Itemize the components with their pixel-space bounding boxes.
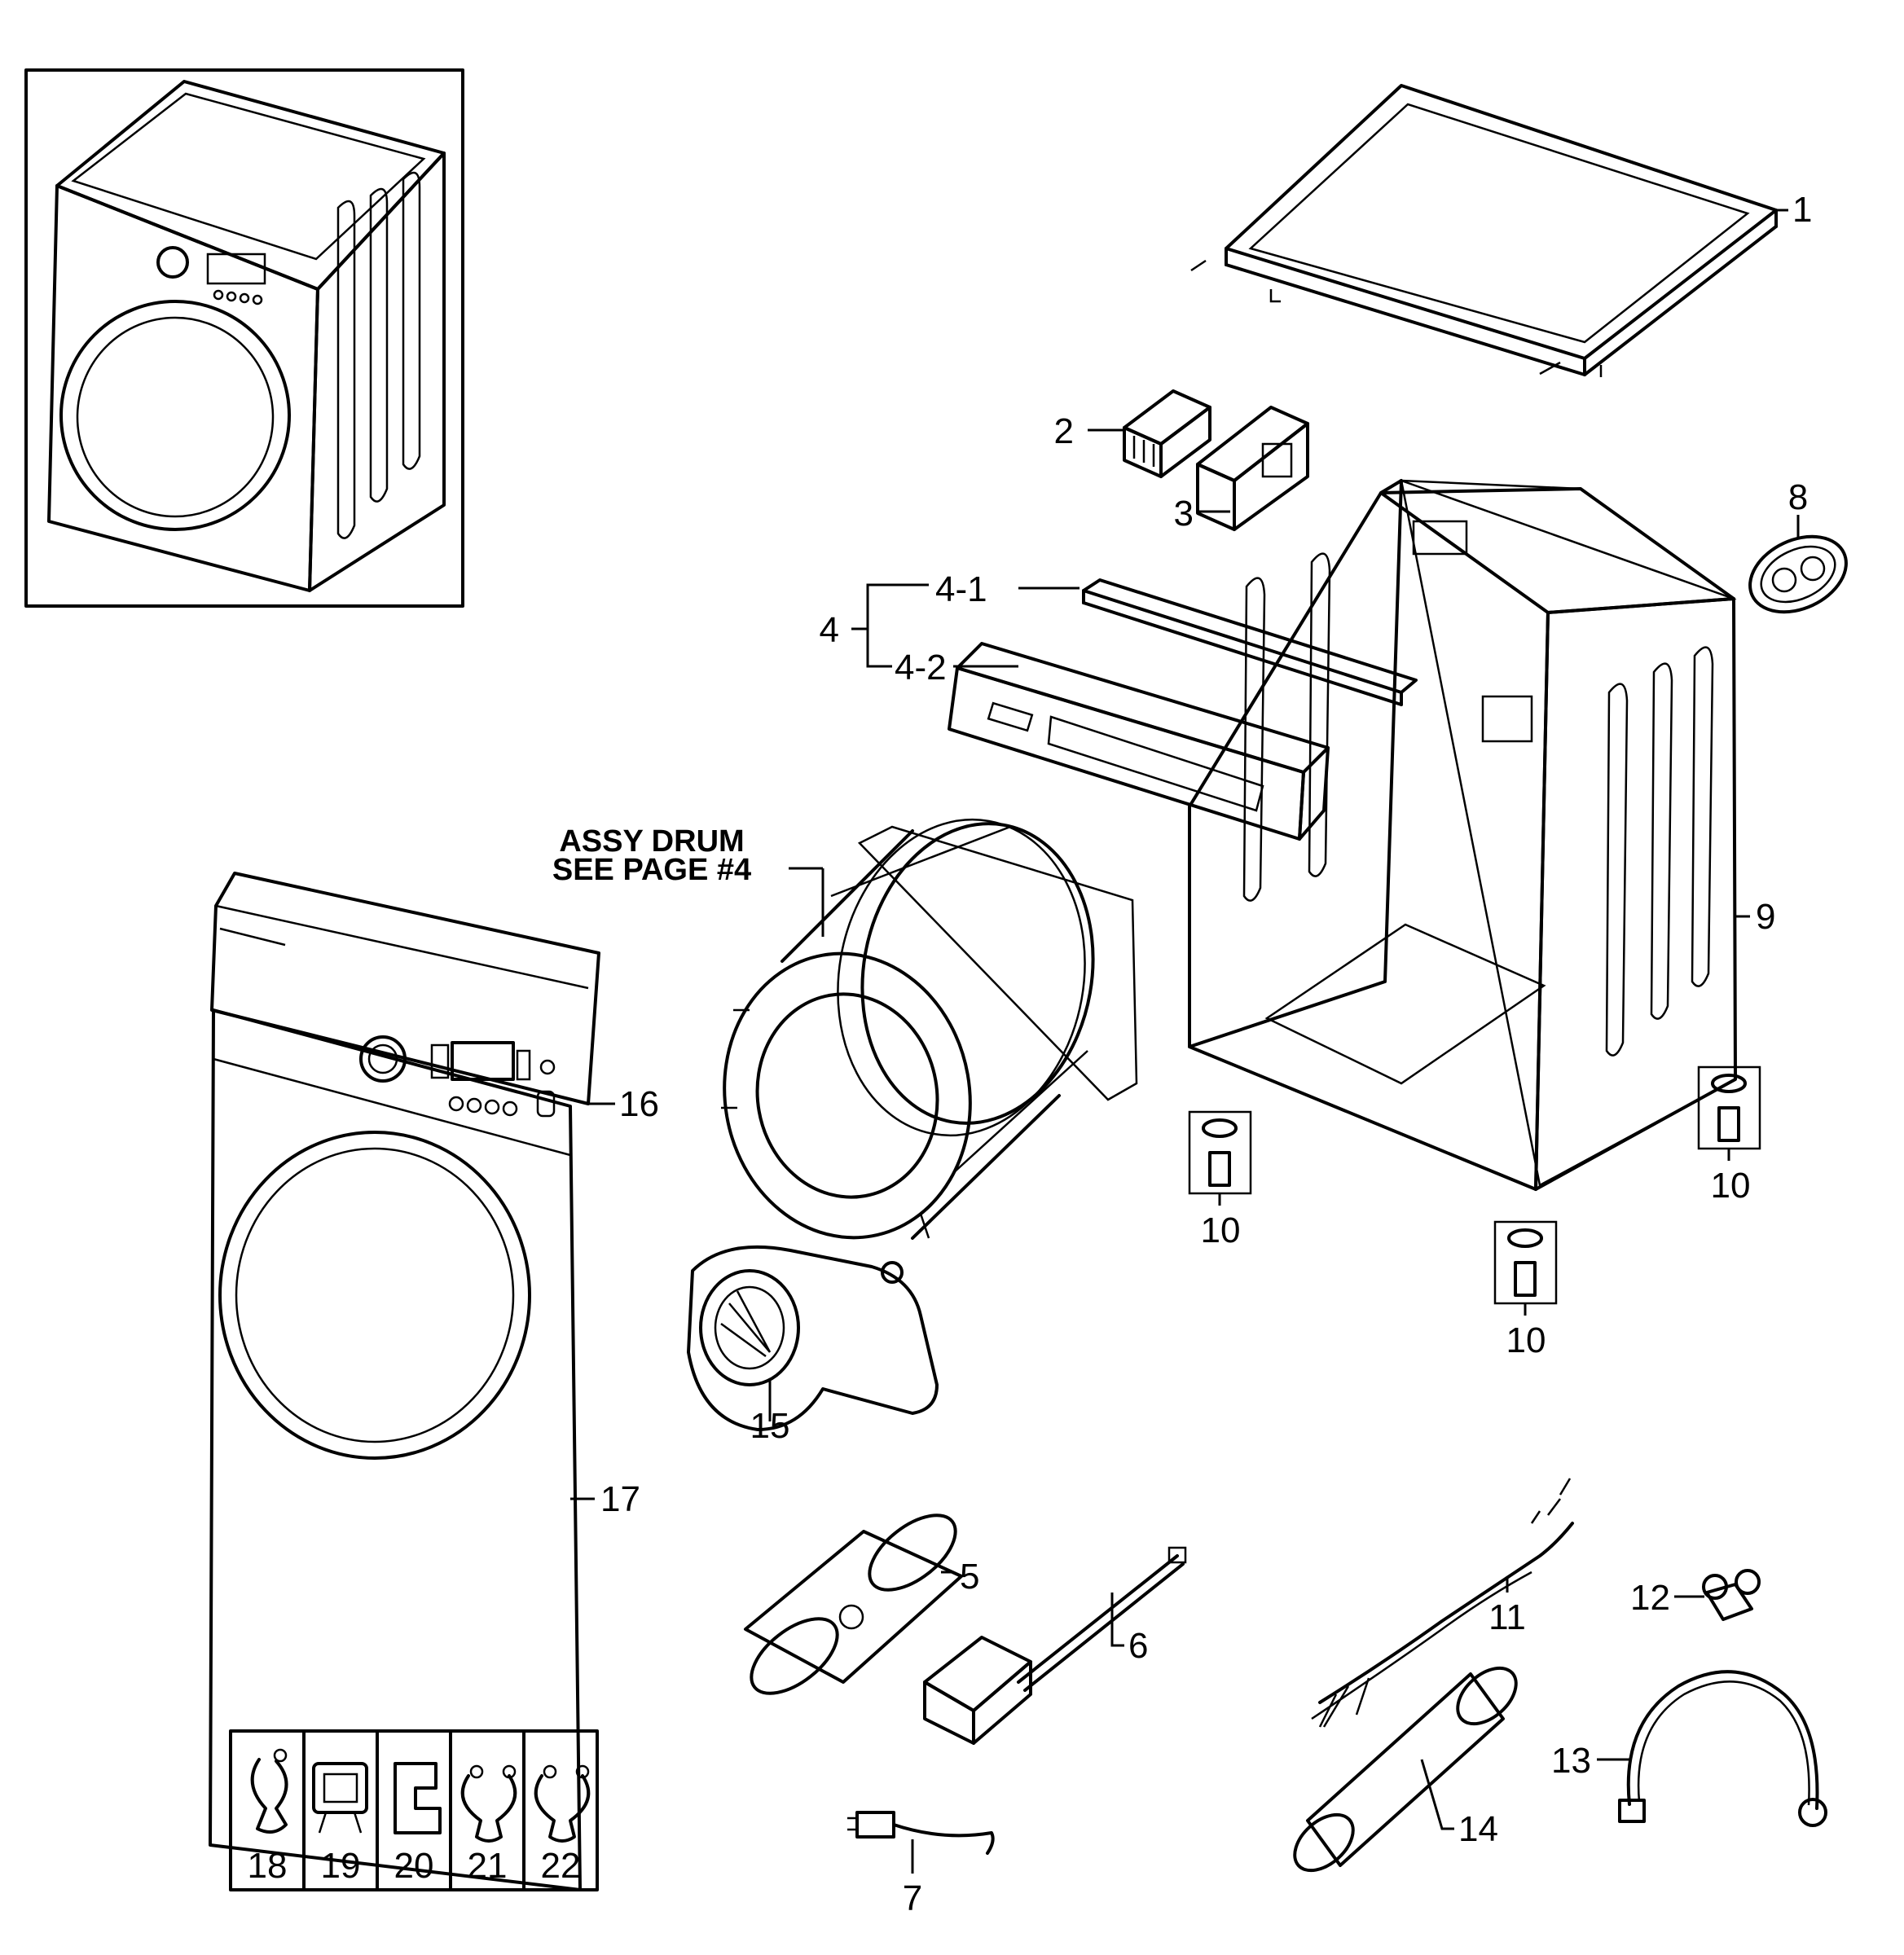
part-21-clamp xyxy=(460,1764,517,1843)
label-21: 21 xyxy=(468,1846,508,1886)
part-10-leveling-foot xyxy=(1697,1065,1761,1161)
label-10: 10 xyxy=(1506,1320,1546,1360)
label-5: 5 xyxy=(960,1557,979,1597)
label-3: 3 xyxy=(1174,494,1194,534)
inset-side-panel xyxy=(308,152,446,592)
part-14-vent-duct xyxy=(1293,1666,1518,1873)
part-10-leveling-foot xyxy=(1188,1110,1252,1206)
part-4-bracket-leaders xyxy=(851,583,1080,668)
inset-door xyxy=(59,300,291,531)
assy-drum-note-line1: ASSY DRUM xyxy=(559,824,744,859)
label-19: 19 xyxy=(321,1846,361,1886)
part-4-1-bracket xyxy=(1082,578,1418,706)
label-20: 20 xyxy=(394,1846,434,1886)
part-20-clip xyxy=(394,1762,442,1834)
label-14: 14 xyxy=(1458,1809,1498,1849)
part-5-heater-duct xyxy=(744,1513,963,1695)
label-9: 9 xyxy=(1756,897,1775,937)
clamps-table xyxy=(229,1729,599,1891)
label-2: 2 xyxy=(1054,411,1074,451)
assy-drum-leader xyxy=(789,867,824,937)
part-3-filter-housing xyxy=(1196,406,1309,531)
part-8-vent-cover xyxy=(1748,515,1848,614)
part-10-leveling-foot xyxy=(1493,1220,1558,1316)
label-10: 10 xyxy=(1711,1166,1751,1206)
label-4: 4 xyxy=(820,610,839,650)
label-17: 17 xyxy=(600,1479,640,1519)
part-18-clamp xyxy=(250,1748,288,1834)
label-18: 18 xyxy=(248,1846,288,1886)
inset-frame xyxy=(24,68,464,608)
label-13: 13 xyxy=(1551,1741,1591,1781)
label-7: 7 xyxy=(903,1878,922,1918)
part-12-y-connector xyxy=(1674,1569,1761,1621)
label-16: 16 xyxy=(619,1084,659,1124)
label-8: 8 xyxy=(1788,477,1808,517)
label-1: 1 xyxy=(1792,190,1812,230)
part-19-clip xyxy=(312,1762,368,1834)
label-11: 11 xyxy=(1488,1597,1526,1637)
part-11-wire-harness xyxy=(1311,1478,1574,1728)
label-4-2: 4-2 xyxy=(895,648,947,688)
label-4-1: 4-1 xyxy=(935,569,987,609)
assy-drum-note-line2: SEE PAGE #4 xyxy=(552,853,751,887)
inset-knob xyxy=(156,246,189,279)
assy-drum xyxy=(721,818,1138,1240)
part-2-filter xyxy=(1088,389,1211,478)
label-6: 6 xyxy=(1128,1626,1148,1666)
label-12: 12 xyxy=(1630,1578,1670,1618)
part-13-water-hose xyxy=(1597,1670,1827,1827)
part-9-cabinet xyxy=(1188,479,1750,1191)
part-7-power-cord xyxy=(847,1811,995,1874)
label-10: 10 xyxy=(1201,1210,1241,1250)
part-6-gas-valve xyxy=(923,1546,1187,1745)
label-22: 22 xyxy=(541,1846,581,1886)
part-15-blower-housing xyxy=(687,1245,939,1431)
assembled-dryer-inset xyxy=(24,68,464,608)
part-17-front-panel xyxy=(209,1008,595,1891)
part-16-control-panel xyxy=(210,872,615,1118)
part-22-clamp xyxy=(534,1764,591,1843)
label-15: 15 xyxy=(750,1406,790,1446)
part-1-top-panel xyxy=(1190,84,1788,377)
